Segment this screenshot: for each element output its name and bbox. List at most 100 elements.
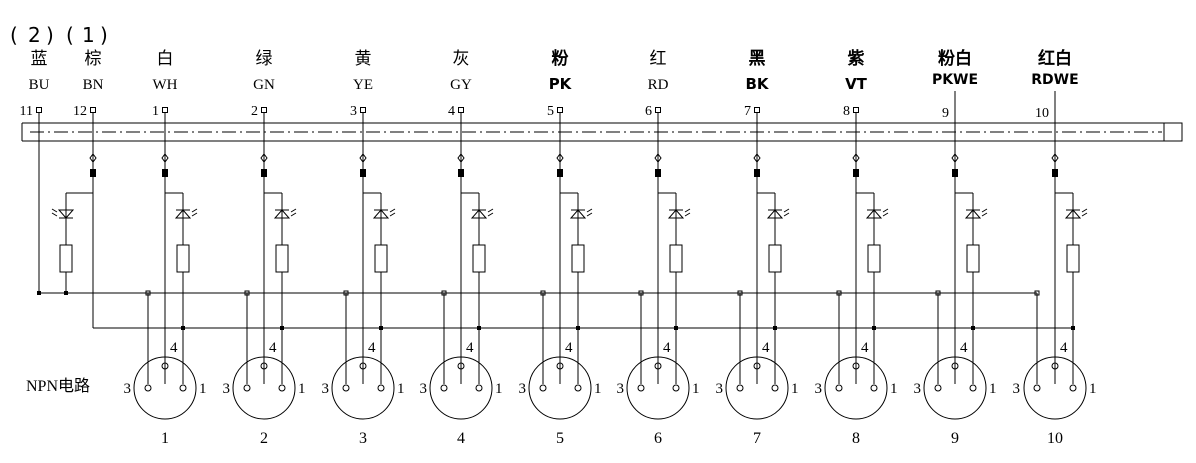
pin-label-1: 1 (199, 381, 207, 397)
connector-pin-3 (539, 384, 547, 392)
led-diode (667, 209, 685, 219)
connector-pin-1 (969, 384, 977, 392)
wire-terminal (90, 107, 96, 113)
pin-label-4: 4 (762, 340, 770, 356)
circuit-label: NPN电路 (26, 377, 90, 395)
wire-code-label: RDWE (1031, 72, 1078, 88)
wire-diamond (89, 153, 97, 163)
wire-code-label: PK (549, 75, 573, 93)
wire-fuse (162, 169, 168, 177)
pin-label-1: 1 (791, 381, 799, 397)
supply-wires: 蓝 BU 11 棕 BN 12 (20, 49, 104, 328)
led-diode (1064, 209, 1082, 219)
led-diode (470, 209, 488, 219)
led-arrows (783, 208, 790, 217)
wire-pin-number: 2 (251, 104, 258, 119)
wire-cn-label: 蓝 (31, 49, 48, 68)
pin-label-3: 3 (322, 381, 330, 397)
wire-pin-number: 4 (448, 104, 455, 119)
junction-dot (37, 291, 41, 295)
wire-terminal (360, 107, 366, 113)
led-arrows (882, 208, 889, 217)
connector-pin-1 (179, 384, 187, 392)
connector-pin-1 (870, 384, 878, 392)
wire-pin-number: 1 (152, 104, 159, 119)
pin-label-3: 3 (1013, 381, 1021, 397)
wire-cn-label: 白 (157, 49, 174, 68)
connector-pin-4 (852, 362, 860, 370)
connector-pin-1 (672, 384, 680, 392)
wire-terminal (458, 107, 464, 113)
channel-10: 红白 RDWE 10 3 1 4 10 (1013, 48, 1097, 447)
led-arrows (51, 208, 58, 217)
wire-fuse (458, 169, 464, 177)
wire-diamond (260, 153, 268, 163)
led-arrows (487, 208, 494, 217)
wire-code-label: WH (153, 77, 178, 93)
pin-label-3: 3 (716, 381, 724, 397)
bus-lines (39, 292, 1075, 329)
wire-code-label: GN (253, 77, 275, 93)
junction-dot (576, 326, 580, 330)
wire-pin-number: 6 (645, 104, 652, 119)
junction-dot (935, 290, 941, 296)
connector-m12 (429, 356, 493, 420)
pin-label-4: 4 (269, 340, 277, 356)
wire-cn-label: 红 (650, 49, 667, 68)
resistor (176, 244, 190, 273)
wire-cn-label: 黄 (355, 49, 372, 68)
channel-5: 粉 PK 5 3 1 4 5 (519, 48, 602, 447)
wire-cn-label: 红白 (1038, 48, 1072, 69)
connector-pin-1 (771, 384, 779, 392)
wire-diamond (951, 153, 959, 163)
pin-label-3: 3 (420, 381, 428, 397)
group-label-2: 2 (28, 23, 41, 47)
resistor (571, 244, 585, 273)
pin-label-4: 4 (565, 340, 573, 356)
connector-pin-1 (574, 384, 582, 392)
port-number: 9 (951, 430, 959, 447)
connector-pin-4 (951, 362, 959, 370)
wire-fuse (557, 169, 563, 177)
wire-fuse (360, 169, 366, 177)
resistor (867, 244, 881, 273)
connector-pin-4 (457, 362, 465, 370)
connector-pin-3 (637, 384, 645, 392)
paren-open-2: ( (10, 23, 18, 47)
wire-code-label: YE (353, 77, 373, 93)
wire-code-label: RD (648, 77, 669, 93)
pin-label-3: 3 (124, 381, 132, 397)
wire-code-label: VT (845, 75, 868, 93)
wire-code-label: PKWE (932, 72, 978, 88)
pin-label-3: 3 (223, 381, 231, 397)
junction-dot (441, 290, 447, 296)
wire-code-label: BN (83, 77, 104, 93)
channel-3: 黄 YE 3 3 1 4 3 (322, 49, 405, 447)
port-number: 4 (457, 430, 465, 447)
connector-pin-3 (440, 384, 448, 392)
led-arrows (1081, 208, 1088, 217)
connector-m12 (626, 356, 690, 420)
junction-dot (737, 290, 743, 296)
wire-diamond (457, 153, 465, 163)
wire-pin-number: 12 (73, 104, 87, 119)
wire-terminal (557, 107, 563, 113)
junction-dot (1071, 326, 1075, 330)
connector-pin-3 (342, 384, 350, 392)
resistor (472, 244, 486, 273)
wire-diamond (753, 153, 761, 163)
wire-diamond (852, 153, 860, 163)
channel-1: 白 WH 1 3 1 4 1 (124, 49, 207, 447)
connector-pin-1 (475, 384, 483, 392)
connector-pin-4 (260, 362, 268, 370)
led-diode (766, 209, 784, 219)
pin-label-4: 4 (170, 340, 178, 356)
port-number: 3 (359, 430, 367, 447)
cable-bar (21, 122, 1183, 142)
connector-m12 (331, 356, 395, 420)
resistor (275, 244, 289, 273)
wire-code-label: BU (29, 77, 50, 93)
pin-label-3: 3 (914, 381, 922, 397)
led-arrows (684, 208, 691, 217)
